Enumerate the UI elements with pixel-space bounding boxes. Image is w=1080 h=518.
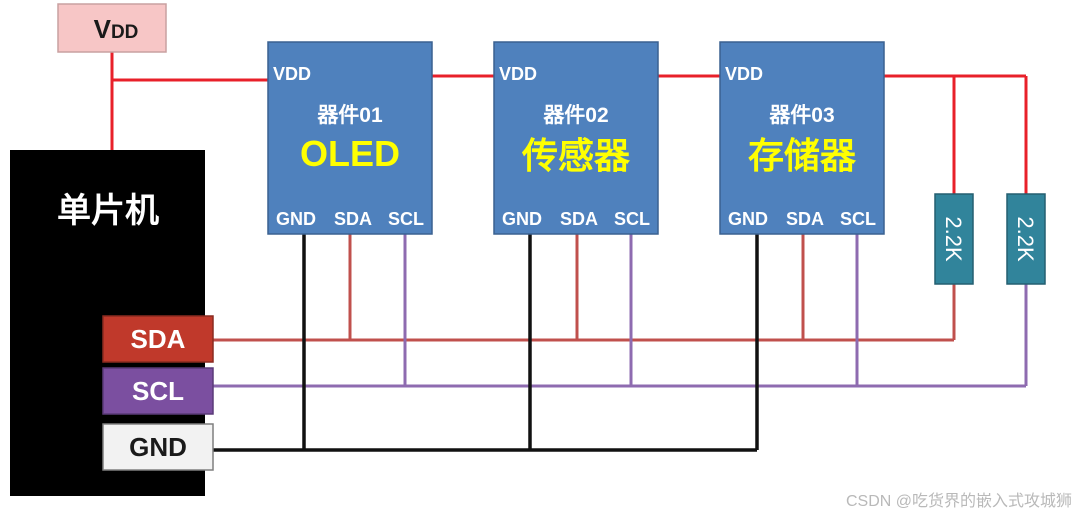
device-01-pin-gnd: GND bbox=[276, 209, 316, 229]
device-02-pin-sda: SDA bbox=[560, 209, 598, 229]
vdd-source: VDD bbox=[57, 3, 167, 53]
device-02-pin-scl: SCL bbox=[614, 209, 650, 229]
device-01-vdd: VDD bbox=[273, 64, 311, 84]
watermark: CSDN @吃货界的嵌入式攻城狮 bbox=[846, 492, 1072, 510]
device-01: VDD 器件01 OLED GND SDA SCL bbox=[267, 41, 433, 235]
device-03-pin-scl: SCL bbox=[840, 209, 876, 229]
mcu-pin-scl-label: SCL bbox=[132, 376, 184, 406]
vdd-rail bbox=[110, 52, 1028, 194]
scl-bus bbox=[212, 234, 1028, 388]
mcu-pin-sda-label: SDA bbox=[131, 324, 186, 354]
mcu-pin-scl: SCL bbox=[102, 367, 214, 415]
vdd-source-main: V bbox=[94, 14, 112, 44]
pullup-resistor-sda: 2.2K bbox=[934, 193, 974, 285]
device-01-name: OLED bbox=[300, 133, 400, 174]
device-02-name: 传感器 bbox=[521, 135, 631, 176]
pullup-resistor-scl-value: 2.2K bbox=[1013, 216, 1038, 262]
sda-bus bbox=[212, 234, 956, 342]
device-03-pin-gnd: GND bbox=[728, 209, 768, 229]
vdd-source-sub: DD bbox=[111, 22, 138, 43]
mcu-label: 单片机 bbox=[57, 192, 159, 230]
gnd-bus bbox=[212, 234, 759, 452]
mcu-pin-sda: SDA bbox=[102, 315, 214, 363]
mcu-pin-gnd: GND bbox=[102, 423, 214, 471]
device-03: VDD 器件03 存储器 GND SDA SCL bbox=[719, 41, 885, 235]
device-01-pin-scl: SCL bbox=[388, 209, 424, 229]
svg-text:VDD: VDD bbox=[94, 14, 139, 44]
device-03-title: 器件03 bbox=[768, 104, 834, 127]
mcu-pin-gnd-label: GND bbox=[129, 432, 187, 462]
device-03-pin-sda: SDA bbox=[786, 209, 824, 229]
device-02: VDD 器件02 传感器 GND SDA SCL bbox=[493, 41, 659, 235]
device-02-pin-gnd: GND bbox=[502, 209, 542, 229]
device-02-title: 器件02 bbox=[542, 104, 608, 127]
device-01-title: 器件01 bbox=[316, 104, 383, 127]
pullup-resistor-scl: 2.2K bbox=[1006, 193, 1046, 285]
pullup-resistor-sda-value: 2.2K bbox=[941, 216, 966, 262]
device-03-name: 存储器 bbox=[748, 135, 857, 176]
device-03-vdd: VDD bbox=[725, 64, 763, 84]
device-01-pin-sda: SDA bbox=[334, 209, 372, 229]
device-02-vdd: VDD bbox=[499, 64, 537, 84]
